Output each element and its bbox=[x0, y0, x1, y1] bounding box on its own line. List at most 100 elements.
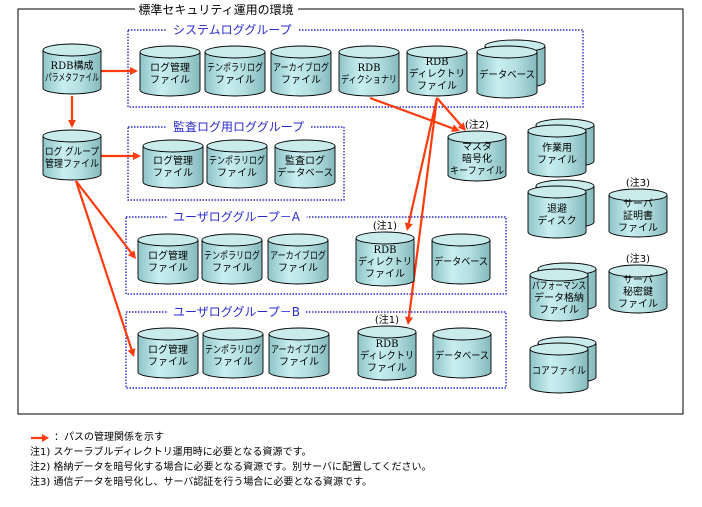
node-label: パラメタファイル bbox=[45, 72, 99, 84]
outer-frame bbox=[17, 8, 684, 415]
node-label: サーバ bbox=[623, 274, 653, 286]
node-label: データ格納 bbox=[534, 291, 584, 304]
node-label: ファイル bbox=[618, 223, 658, 234]
cylinder-body bbox=[529, 275, 589, 322]
node-label: 監査ログ bbox=[285, 154, 325, 167]
cylinder-top bbox=[447, 130, 507, 144]
group-userA: ユーザロググループ－A bbox=[125, 209, 507, 295]
cylinder-top bbox=[527, 124, 587, 138]
node-label: RDB bbox=[426, 57, 449, 68]
cylinder-body bbox=[139, 52, 201, 97]
arrowhead bbox=[68, 120, 76, 128]
legend-arrow-row: ：パスの管理関係を示す bbox=[30, 430, 431, 445]
node-label: テンポラリログ bbox=[207, 61, 263, 74]
arrow-sys-dict-to-master-key bbox=[369, 96, 460, 133]
cylinder-top bbox=[527, 185, 587, 199]
cylinder-top bbox=[338, 45, 400, 59]
node-label: 管理ファイル bbox=[45, 157, 99, 170]
cylinder-top bbox=[529, 268, 589, 282]
node-label: アーカイブログ bbox=[273, 61, 329, 74]
cylinder-top bbox=[139, 45, 201, 59]
node-label: ファイル bbox=[153, 168, 193, 179]
node-label: 秘密鍵 bbox=[623, 285, 653, 298]
arrow-rdb-conf-to-sys-logmgr bbox=[101, 67, 138, 75]
arrowhead bbox=[133, 152, 141, 160]
node-label: テンポラリログ bbox=[209, 154, 265, 167]
arrowhead bbox=[451, 124, 460, 133]
cylinder-body bbox=[274, 146, 336, 189]
cylinder-body bbox=[431, 240, 491, 285]
node-label: ファイル bbox=[212, 263, 252, 274]
cylinder-body bbox=[137, 334, 199, 379]
node-label: ファイル bbox=[279, 357, 319, 368]
node-label: ディクショナリ bbox=[341, 73, 397, 86]
arrow-line bbox=[407, 97, 439, 224]
node-label: 証明書 bbox=[623, 209, 653, 222]
cylinder-body bbox=[206, 146, 268, 189]
cylinder-body bbox=[42, 50, 102, 95]
legend-arrow-text: ：パスの管理関係を示す bbox=[54, 432, 164, 443]
node-b-db: データベース bbox=[432, 327, 492, 379]
node-label: ファイル bbox=[278, 263, 318, 274]
node-label: ファイル bbox=[148, 357, 188, 368]
cylinder-body bbox=[432, 334, 492, 379]
cylinder-body bbox=[267, 240, 329, 285]
note-tag: (注3) bbox=[626, 176, 650, 189]
note-tag: (注3) bbox=[626, 252, 650, 265]
arrowhead bbox=[405, 316, 413, 325]
group-title: ユーザロググループ－A bbox=[173, 210, 301, 224]
node-label: RDB bbox=[374, 245, 397, 256]
group-title: システムロググループ bbox=[173, 23, 292, 37]
node-label: アーカイブログ bbox=[270, 249, 326, 262]
cylinder-top bbox=[529, 342, 589, 356]
cylinder-body bbox=[201, 240, 263, 285]
cylinder-top bbox=[202, 327, 264, 341]
arrow-line bbox=[369, 96, 453, 130]
node-sys-db: データベース bbox=[476, 39, 546, 99]
cylinder-top bbox=[476, 45, 538, 59]
legend-note-3: 注3) 通信データを暗号化し、サーバ認証を行う場合に必要となる資源です。 bbox=[30, 477, 373, 488]
cylinder-body bbox=[357, 332, 417, 381]
arrowhead bbox=[457, 122, 466, 131]
cylinder-top bbox=[206, 139, 268, 153]
arrow-loggroup-mgr-to-aud-logmgr bbox=[101, 152, 141, 160]
node-label: RDB bbox=[376, 339, 399, 350]
node-label: コアファイル bbox=[532, 366, 586, 377]
arrowhead bbox=[127, 250, 136, 259]
node-label: ディレクトリ bbox=[409, 67, 465, 80]
cylinder-top bbox=[142, 139, 204, 153]
arrowhead bbox=[130, 67, 138, 75]
node-a-db: データベース bbox=[431, 233, 491, 285]
cylinder-top bbox=[137, 327, 199, 341]
groups-layer: システムロググループ監査ログ用ロググループユーザロググループ－Aユーザロググルー… bbox=[125, 22, 584, 389]
node-label: ファイル bbox=[215, 75, 255, 86]
node-label: RDB構成 bbox=[51, 59, 94, 72]
cylinder-body bbox=[527, 131, 587, 178]
cylinder-body bbox=[608, 195, 668, 238]
node-label: ファイル bbox=[537, 155, 577, 166]
cylinder-top bbox=[201, 233, 263, 247]
group-title-bg bbox=[167, 22, 298, 38]
cylinder-top bbox=[268, 327, 330, 341]
group-title: ユーザロググループ－B bbox=[173, 305, 300, 319]
diagram-svg: 標準セキュリティ運用の環境 システムロググループ監査ログ用ロググループユーザログ… bbox=[17, 2, 684, 415]
arrow-rdb-conf-to-loggroup-mgr bbox=[68, 96, 76, 128]
group-userB: ユーザロググループ－B bbox=[125, 304, 507, 389]
frame-title: 標準セキュリティ運用の環境 bbox=[138, 2, 293, 17]
cylinder-top bbox=[357, 325, 417, 339]
arrow-line bbox=[74, 180, 133, 350]
node-label: ファイル bbox=[213, 357, 253, 368]
